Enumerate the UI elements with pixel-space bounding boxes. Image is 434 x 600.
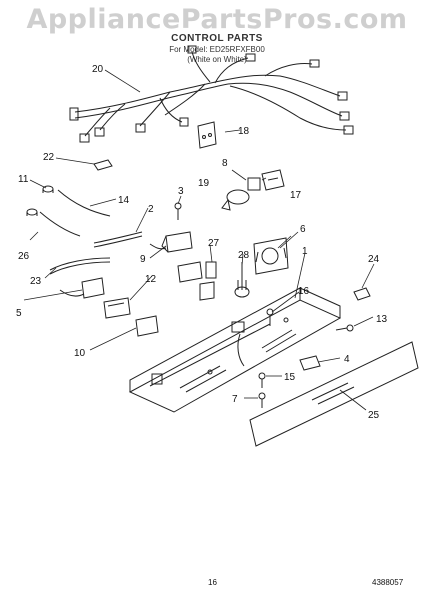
callout-14: 14: [118, 195, 130, 206]
page-number: 16: [208, 578, 217, 587]
model-line: For Model: ED25RFXFB00: [169, 45, 265, 54]
callout-28: 28: [238, 250, 250, 261]
screw-part-7: [258, 392, 266, 408]
wire-harness-part-20: [69, 45, 354, 143]
lamp-part-19: [221, 189, 250, 211]
clip-part-4: [299, 355, 321, 371]
callout-8: 8: [222, 158, 228, 169]
callout-3: 3: [178, 186, 184, 197]
switch-part-12: [103, 297, 131, 319]
switch-part-27: [177, 261, 217, 301]
callout-5: 5: [16, 308, 22, 319]
wire-part-23: [49, 257, 111, 271]
callout-23: 23: [30, 276, 42, 287]
callout-1: 1: [302, 246, 308, 257]
callout-25: 25: [368, 410, 380, 421]
switch-part-5: [59, 277, 105, 299]
front-panel-part-25: [249, 341, 419, 447]
screw-part-26: [26, 208, 38, 216]
callout-17: 17: [290, 190, 302, 201]
callout-9: 9: [140, 254, 146, 265]
callout-26: 26: [18, 251, 30, 262]
callout-16: 16: [298, 286, 310, 297]
screw-part-11: [42, 185, 54, 193]
color-line: (White on White): [187, 55, 247, 64]
probe-part-14: [57, 189, 111, 217]
callout-18: 18: [238, 126, 250, 137]
diagram-title: CONTROL PARTS: [171, 33, 263, 44]
callout-24: 24: [368, 254, 380, 265]
plate-part-18: [197, 121, 217, 149]
callout-11: 11: [18, 174, 29, 185]
clip-part-24: [353, 287, 371, 301]
callout-13: 13: [376, 314, 388, 325]
screw-part-13: [335, 324, 354, 332]
callout-12: 12: [145, 274, 157, 285]
document-number: 4388057: [372, 578, 404, 587]
callout-2: 2: [148, 204, 154, 215]
screw-part-3: [174, 202, 182, 220]
control-part-6: [253, 237, 289, 275]
callout-7: 7: [232, 394, 238, 405]
thermostat-part-9: [149, 231, 193, 253]
callout-19: 19: [198, 178, 210, 189]
leader-lines: [23, 69, 375, 411]
callout-20: 20: [92, 64, 104, 75]
watermark: AppliancePartsPros.com: [26, 4, 408, 35]
callout-22: 22: [43, 152, 55, 163]
callout-15: 15: [284, 372, 296, 383]
callout-6: 6: [300, 224, 306, 235]
screw-part-15: [258, 372, 266, 388]
tube-part-2: [93, 231, 143, 244]
label-part-10: [135, 315, 159, 337]
callout-27: 27: [208, 238, 220, 249]
socket-part-17: [261, 169, 285, 191]
socket-part-8: [247, 177, 261, 191]
knob-part-28: [234, 262, 250, 298]
callout-4: 4: [344, 354, 350, 365]
callout-10: 10: [74, 348, 86, 359]
control-housing-part-1: [128, 287, 342, 413]
clip-part-22: [93, 159, 113, 171]
